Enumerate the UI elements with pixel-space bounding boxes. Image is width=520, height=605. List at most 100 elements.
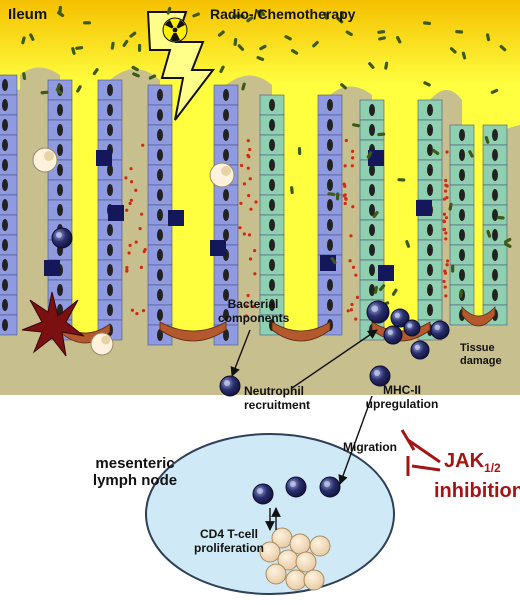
- component-dot: [244, 314, 248, 318]
- component-dot: [444, 237, 448, 241]
- bacterial-components-label: Bacterial components: [218, 297, 289, 326]
- epithelial-cell: [317, 114, 343, 136]
- bacterium: [290, 186, 294, 195]
- epithelial-cell: [147, 164, 173, 186]
- bacterium: [468, 150, 474, 158]
- neutrophil-cell-icon: [430, 320, 450, 340]
- bacterium: [352, 123, 360, 128]
- bacterium: [219, 65, 225, 74]
- bacterium: [166, 6, 172, 15]
- epithelial-cell: [317, 194, 343, 216]
- goblet-cell: [378, 265, 394, 281]
- component-dot: [444, 178, 448, 183]
- epithelial-cell: [97, 119, 123, 141]
- goblet-cell: [416, 200, 432, 216]
- bacterium: [499, 44, 507, 52]
- neutrophil-cell-icon: [252, 483, 274, 505]
- component-dot: [346, 309, 350, 313]
- component-dot: [348, 259, 352, 263]
- monocyte-cell: [90, 332, 114, 356]
- component-dot: [343, 201, 347, 206]
- epithelial-cell: [97, 259, 123, 281]
- bacterium: [449, 47, 457, 54]
- bacterium: [422, 21, 431, 26]
- radio-chemotherapy-label: Radio-/Chemotherapy: [210, 6, 356, 22]
- epithelial-cell: [449, 184, 475, 206]
- bacterium: [340, 10, 344, 19]
- component-dot: [242, 232, 246, 236]
- inhibition-label: inhibition: [434, 480, 520, 502]
- bacterium: [484, 136, 490, 144]
- epithelial-cell: [417, 299, 443, 321]
- component-dot: [344, 138, 348, 143]
- bacterium: [378, 36, 386, 41]
- bacterium: [290, 48, 299, 55]
- component-dot: [239, 163, 244, 168]
- epithelial-cell: [259, 194, 285, 216]
- t-cell-icon: [309, 535, 331, 557]
- component-dot: [138, 226, 142, 231]
- component-dot: [125, 266, 129, 270]
- epithelial-cell: [359, 239, 385, 261]
- dendritic-cell-icon: [21, 291, 85, 357]
- bacterium: [486, 229, 492, 238]
- epithelial-cell: [317, 94, 343, 116]
- epithelial-cell: [97, 99, 123, 121]
- component-dot: [344, 197, 348, 201]
- component-dot: [242, 182, 247, 186]
- mhc-upregulation-line1: MHC-II: [383, 383, 421, 397]
- tissue-damage-label: Tissue damage: [460, 342, 502, 367]
- bacterium: [327, 192, 336, 196]
- epithelial-cell: [449, 244, 475, 266]
- bacterium: [373, 285, 379, 294]
- component-dot: [248, 257, 253, 261]
- epithelial-cell: [317, 294, 343, 316]
- epithelial-cell: [213, 104, 239, 126]
- epithelial-cell: [482, 164, 508, 186]
- component-dot: [445, 150, 449, 154]
- crypt-base: [159, 321, 227, 342]
- bacterium: [92, 68, 99, 76]
- epithelial-cell: [417, 179, 443, 201]
- bacterium: [148, 74, 157, 80]
- neutrophil-recruitment-label: Neutrophil recruitment: [244, 384, 310, 413]
- epithelial-cell: [359, 99, 385, 121]
- epithelial-cell: [482, 284, 508, 306]
- mesenteric-lymph-node-label: mesenteric lymph node: [80, 455, 190, 490]
- t-cell-icon: [259, 541, 281, 563]
- epithelial-cell: [317, 174, 343, 196]
- epithelial-cell: [449, 224, 475, 246]
- jak-text: JAK: [444, 450, 485, 472]
- epithelial-cell: [97, 219, 123, 241]
- bacterium: [312, 40, 319, 48]
- epithelial-cell: [0, 254, 18, 276]
- component-dot: [443, 269, 447, 273]
- epithelial-cell: [47, 199, 73, 221]
- epithelial-cell: [0, 174, 18, 196]
- epithelial-cell: [213, 144, 239, 166]
- bacterium: [336, 17, 344, 24]
- epithelial-cell: [213, 124, 239, 146]
- epithelial-cell: [482, 224, 508, 246]
- epithelial-cell: [0, 114, 18, 136]
- epithelial-cell: [147, 284, 173, 306]
- t-cell-icon: [303, 569, 325, 591]
- cd4-t-cell-cluster: [259, 527, 331, 591]
- epithelial-cell: [47, 79, 73, 101]
- component-dot: [247, 194, 251, 198]
- epithelial-cell: [259, 94, 285, 116]
- arrow-migration: [338, 395, 373, 485]
- goblet-cell: [210, 240, 226, 256]
- bacterium: [71, 47, 76, 55]
- jak-label: JAK1/2: [444, 450, 501, 476]
- component-dot: [141, 309, 146, 313]
- bacterium: [423, 81, 431, 87]
- mhc-upregulation-line2: upregulation: [365, 396, 439, 411]
- tissue-damage-line2: damage: [460, 354, 502, 367]
- goblet-cell: [96, 150, 112, 166]
- t-cell-icon: [265, 563, 287, 585]
- epithelial-cell: [359, 119, 385, 141]
- monocyte-cell: [209, 162, 235, 188]
- component-dot: [253, 272, 257, 276]
- component-dot: [443, 285, 447, 289]
